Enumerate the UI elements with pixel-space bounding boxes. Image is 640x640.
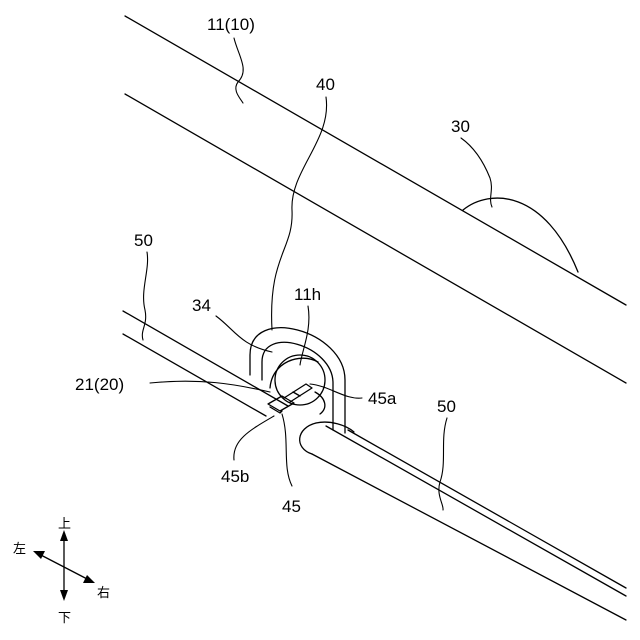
lower-left-pipe — [123, 311, 288, 416]
arrow-left-head — [33, 551, 45, 559]
grommet-34 — [270, 355, 325, 414]
label-cover: 40 — [316, 75, 335, 94]
leader-lines — [142, 38, 492, 510]
label-clip: 45 — [282, 497, 301, 516]
label-pipe-lower: 21(20) — [75, 375, 124, 394]
direction-up-label: 上 — [58, 517, 71, 532]
label-cable-right: 50 — [437, 397, 456, 416]
label-hole: 11h — [294, 285, 321, 304]
arrow-right-head — [83, 575, 95, 583]
direction-down-label: 下 — [58, 611, 71, 626]
bump-30 — [463, 198, 578, 272]
arrow-down-head — [60, 590, 68, 601]
label-cable-left: 50 — [134, 231, 153, 250]
reference-labels: 11(10) 40 30 50 34 11h 21(20) 45a 50 45b… — [75, 15, 470, 516]
label-grommet: 34 — [192, 296, 211, 315]
cover-40 — [250, 328, 345, 433]
label-bump: 30 — [451, 117, 470, 136]
label-clip-b: 45b — [221, 467, 249, 486]
right-cable-tube — [300, 422, 626, 620]
label-clip-a: 45a — [368, 389, 397, 408]
direction-left-label: 左 — [13, 542, 26, 557]
direction-right-label: 右 — [97, 586, 110, 601]
direction-indicator: 上 下 左 右 — [13, 517, 110, 626]
label-pipe-upper: 11(10) — [207, 15, 255, 34]
upper-pipe — [125, 16, 626, 383]
